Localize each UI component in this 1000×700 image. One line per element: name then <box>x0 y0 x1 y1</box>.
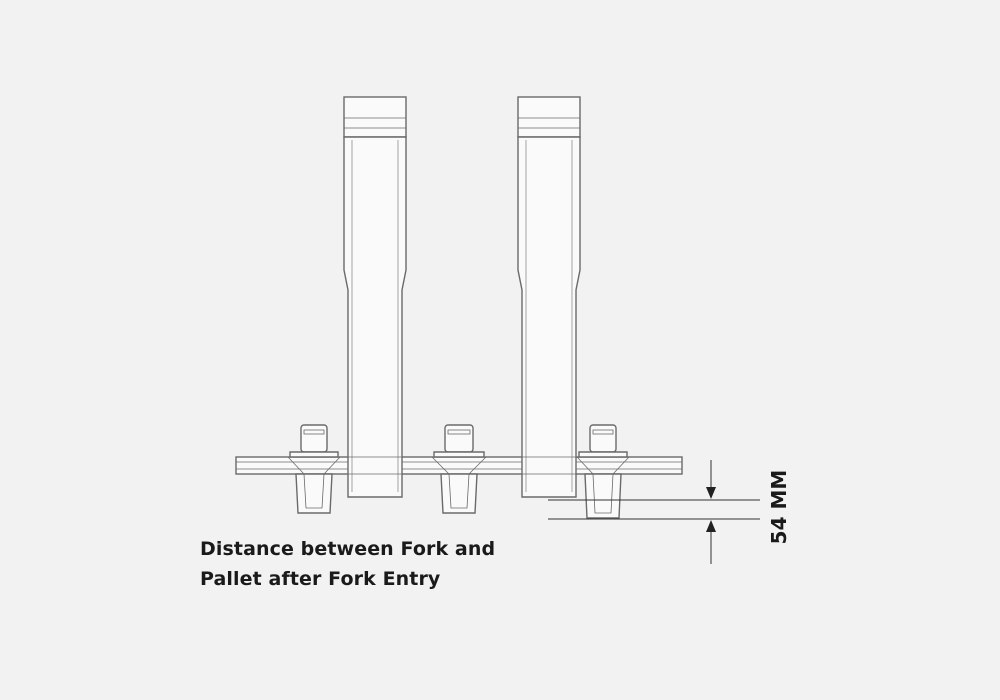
pallet-block-center <box>431 424 487 514</box>
fork-left <box>343 96 407 498</box>
arrow-down-icon <box>706 487 716 499</box>
caption-line-1: Distance between Fork and <box>200 538 496 560</box>
fork-board-overlap <box>348 456 576 475</box>
caption-line-2: Pallet after Fork Entry <box>200 568 441 590</box>
arrow-up-icon <box>706 520 716 532</box>
dimension-label: 54 MM <box>767 469 791 545</box>
dimension-lines <box>548 460 760 564</box>
fork-right <box>517 96 581 498</box>
pallet-block-left <box>287 424 341 514</box>
dimension-arrows <box>706 487 716 532</box>
diagram-caption: Distance between Fork and Pallet after F… <box>200 534 540 594</box>
